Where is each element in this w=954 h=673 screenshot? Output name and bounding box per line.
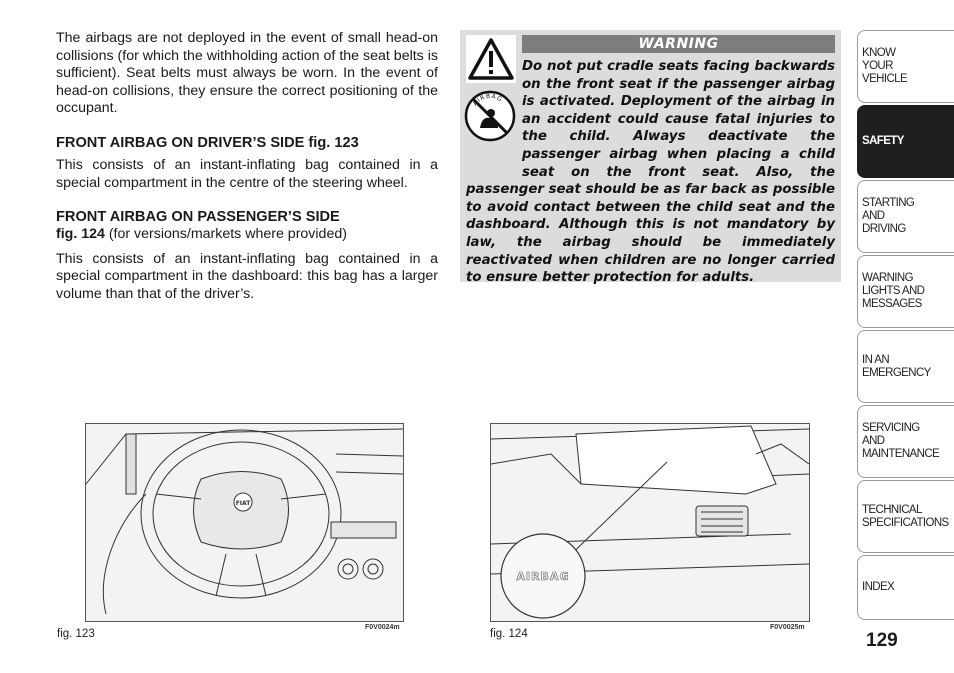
- intro-paragraph: The airbags are not deployed in the even…: [56, 30, 438, 117]
- passenger-airbag-heading: FRONT AIRBAG ON PASSENGER’S SIDE: [56, 209, 340, 226]
- warning-title: WARNING: [522, 35, 835, 53]
- tab-label: TECHNICAL SPECIFICATIONS: [862, 503, 949, 529]
- tab-technical-specifications[interactable]: TECHNICAL SPECIFICATIONS: [857, 480, 954, 553]
- tab-index[interactable]: INDEX: [857, 555, 954, 620]
- warning-text: Do not put cradle seats facing backwards…: [466, 59, 835, 286]
- tab-label: WARNING LIGHTS AND MESSAGES: [862, 272, 925, 310]
- tab-safety[interactable]: SAFETY: [857, 105, 954, 178]
- driver-airbag-paragraph: This consists of an instant-inflating ba…: [56, 156, 438, 191]
- figure-123-code: F0V0024m: [365, 624, 400, 631]
- main-text-column: The airbags are not deployed in the even…: [56, 30, 438, 304]
- passenger-fig-ref: fig. 124: [56, 226, 105, 243]
- passenger-airbag-paragraph: This consists of an instant-inflating ba…: [56, 250, 438, 302]
- warning-text-block: Do not put cradle seats facing backwards…: [466, 58, 835, 287]
- tab-know-your-vehicle[interactable]: KNOW YOUR VEHICLE: [857, 30, 954, 103]
- tab-label: INDEX: [862, 581, 895, 593]
- figure-124-caption: fig. 124: [490, 628, 528, 640]
- tab-label: IN AN EMERGENCY: [862, 353, 931, 379]
- figure-123-steering-wheel: FIAT: [85, 423, 404, 622]
- figure-124-dashboard: AIRBAG: [490, 423, 810, 622]
- fiat-logo-text: FIAT: [236, 500, 252, 507]
- passenger-note: (for versions/markets where provided): [104, 226, 347, 243]
- tab-starting-and-driving[interactable]: STARTING AND DRIVING: [857, 180, 954, 253]
- passenger-airbag-subheading: fig. 124 (for versions/markets where pro…: [56, 226, 438, 244]
- dashboard-illustration: AIRBAG: [491, 424, 809, 621]
- warning-box: AIRBAG WARNING Do not put cradle seats f…: [460, 30, 841, 285]
- driver-airbag-heading: FRONT AIRBAG ON DRIVER’S SIDE fig. 123: [56, 134, 359, 151]
- tab-servicing-and-maintenance[interactable]: SERVICING AND MAINTENANCE: [857, 405, 954, 478]
- tab-label: STARTING AND DRIVING: [862, 197, 915, 235]
- tab-label: SERVICING AND MAINTENANCE: [862, 422, 940, 460]
- tab-label: SAFETY: [862, 135, 904, 147]
- steering-wheel-illustration: FIAT: [86, 424, 403, 621]
- tab-warning-lights[interactable]: WARNING LIGHTS AND MESSAGES: [857, 255, 954, 328]
- tab-in-an-emergency[interactable]: IN AN EMERGENCY: [857, 330, 954, 403]
- figure-124-code: F0V0025m: [770, 624, 805, 631]
- no-child-seat-airbag-icon: AIRBAG: [464, 90, 516, 142]
- warning-triangle-icon: [466, 35, 516, 83]
- fiat-logo: FIAT: [233, 492, 253, 512]
- page-number: 129: [866, 630, 898, 651]
- airbag-label: AIRBAG: [516, 570, 569, 583]
- tab-label: KNOW YOUR VEHICLE: [862, 47, 908, 85]
- figure-123-caption: fig. 123: [57, 628, 95, 640]
